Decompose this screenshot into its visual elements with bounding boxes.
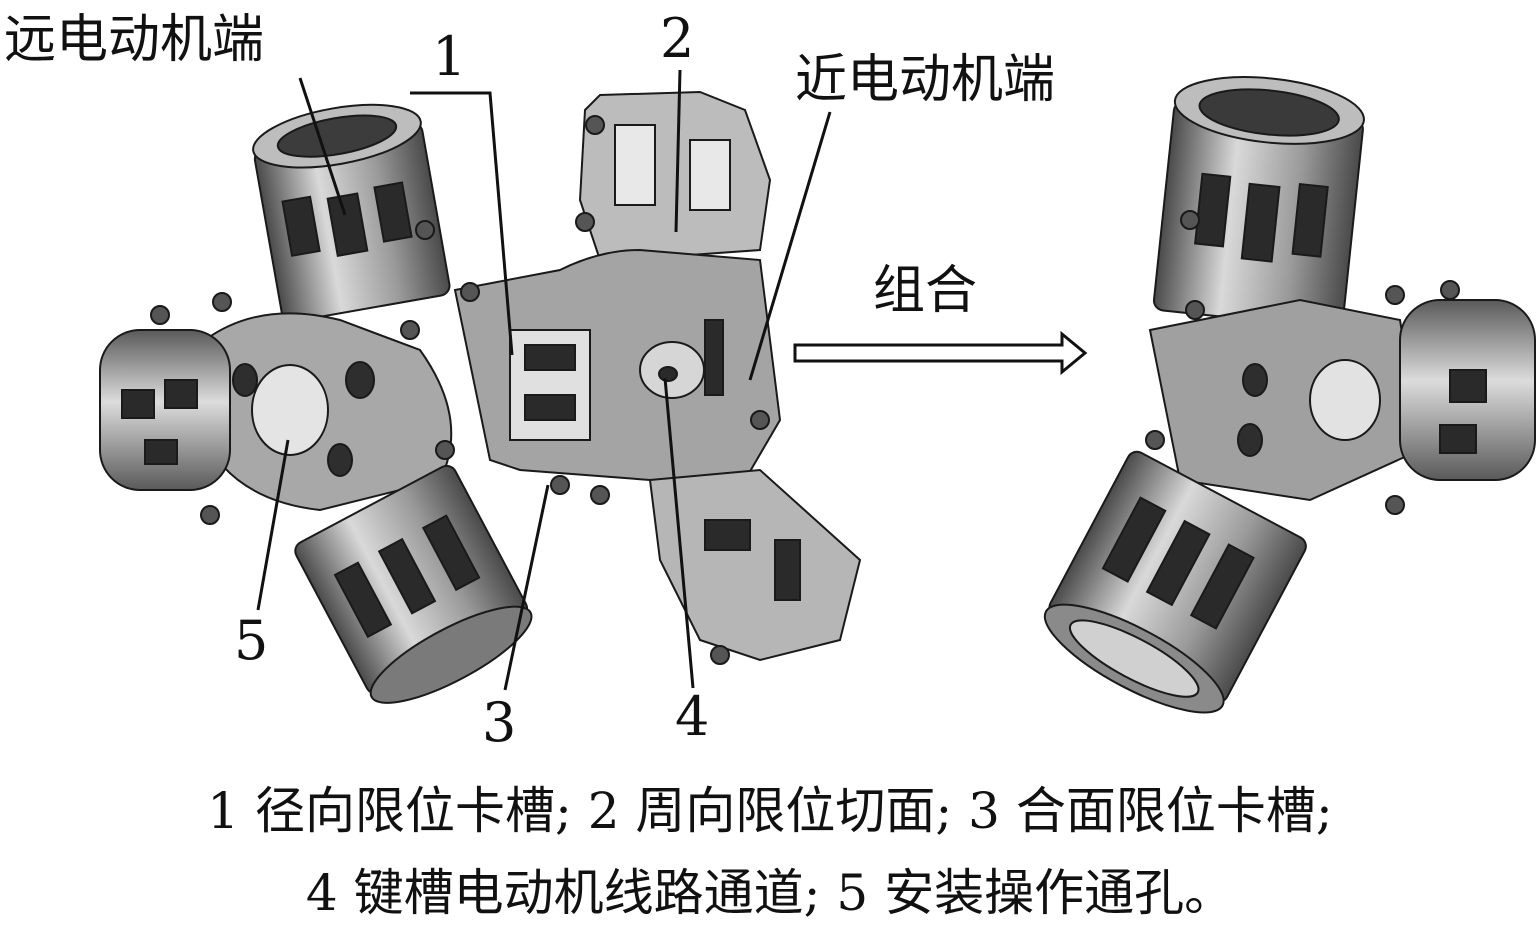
combine-label: 组合 bbox=[873, 261, 978, 321]
far-motor-end-label: 远电动机端 bbox=[4, 10, 265, 70]
leader-5 bbox=[256, 439, 290, 611]
leader-far-end bbox=[298, 77, 347, 216]
caption-line-1: 1 径向限位卡槽; 2 周向限位切面; 3 合面限位卡槽; bbox=[207, 782, 1333, 840]
leader-3 bbox=[503, 484, 550, 691]
assembled-part bbox=[1043, 76, 1536, 714]
near-end-half-part bbox=[453, 90, 862, 665]
leader-near-end bbox=[748, 111, 832, 381]
leader-1 bbox=[410, 91, 514, 356]
callout-4: 4 bbox=[675, 685, 710, 748]
leader-4 bbox=[663, 377, 695, 689]
leader-2 bbox=[674, 69, 682, 233]
caption-line-2: 4 键槽电动机线路通道; 5 安装操作通孔。 bbox=[305, 864, 1235, 922]
callout-3: 3 bbox=[482, 691, 517, 754]
combine-arrow bbox=[793, 330, 1088, 376]
leader-lines bbox=[256, 69, 832, 691]
callout-2: 2 bbox=[660, 7, 695, 70]
callout-1: 1 bbox=[432, 25, 467, 88]
far-end-half-part bbox=[99, 103, 533, 704]
near-motor-end-label: 近电动机端 bbox=[795, 50, 1056, 110]
callout-5: 5 bbox=[234, 609, 269, 672]
